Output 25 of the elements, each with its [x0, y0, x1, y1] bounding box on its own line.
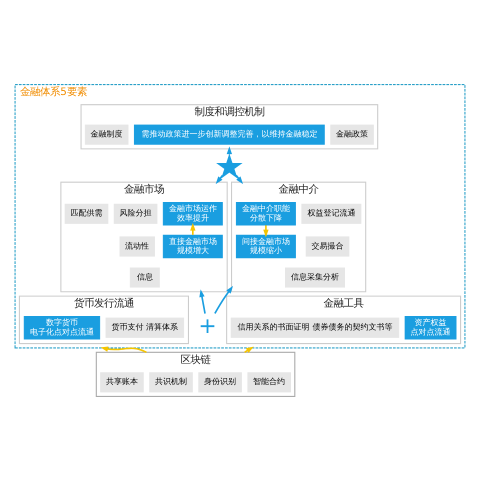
- node-box: 间接金融市场 规模缩小: [236, 234, 296, 258]
- node-box: 共享账本: [100, 372, 144, 392]
- arrow: [199, 288, 206, 314]
- node-box: 交易撮合: [306, 236, 350, 256]
- arrow: [214, 285, 234, 314]
- node-box: 信息采集分析: [284, 267, 345, 288]
- node-box: 金融市场运作 效率提升: [162, 202, 223, 225]
- node-box: 信息: [130, 267, 160, 288]
- node-box: 需推动政策进一步创新调整完善，以维持金融稳定: [134, 124, 325, 144]
- node-box: 金融政策: [330, 124, 374, 144]
- node-box: 共识机制: [149, 372, 193, 392]
- node-box: 金融中介职能 分散下降: [236, 202, 296, 225]
- node-box: 数字货币 电子化点对点流通: [24, 316, 100, 339]
- node-box: 资产权益 点对点流通: [404, 316, 456, 339]
- node-box: 信用关系的书面证明 债券债务的契约文书等: [230, 317, 400, 338]
- node-text: +: [198, 314, 217, 339]
- node-box: 直接金融市场 规模增大: [162, 234, 223, 258]
- node-box: 身份识别: [198, 372, 242, 392]
- node-box: 风险分担: [114, 203, 158, 224]
- node-box: 权益登记流通: [301, 203, 362, 224]
- node-box: 货币支付 清算体系: [106, 317, 184, 338]
- node-box: 智能合约: [247, 372, 291, 392]
- node-box: 匹配供需: [64, 203, 108, 224]
- node-box: 金融制度: [84, 124, 128, 144]
- node-box: 流动性: [119, 236, 155, 256]
